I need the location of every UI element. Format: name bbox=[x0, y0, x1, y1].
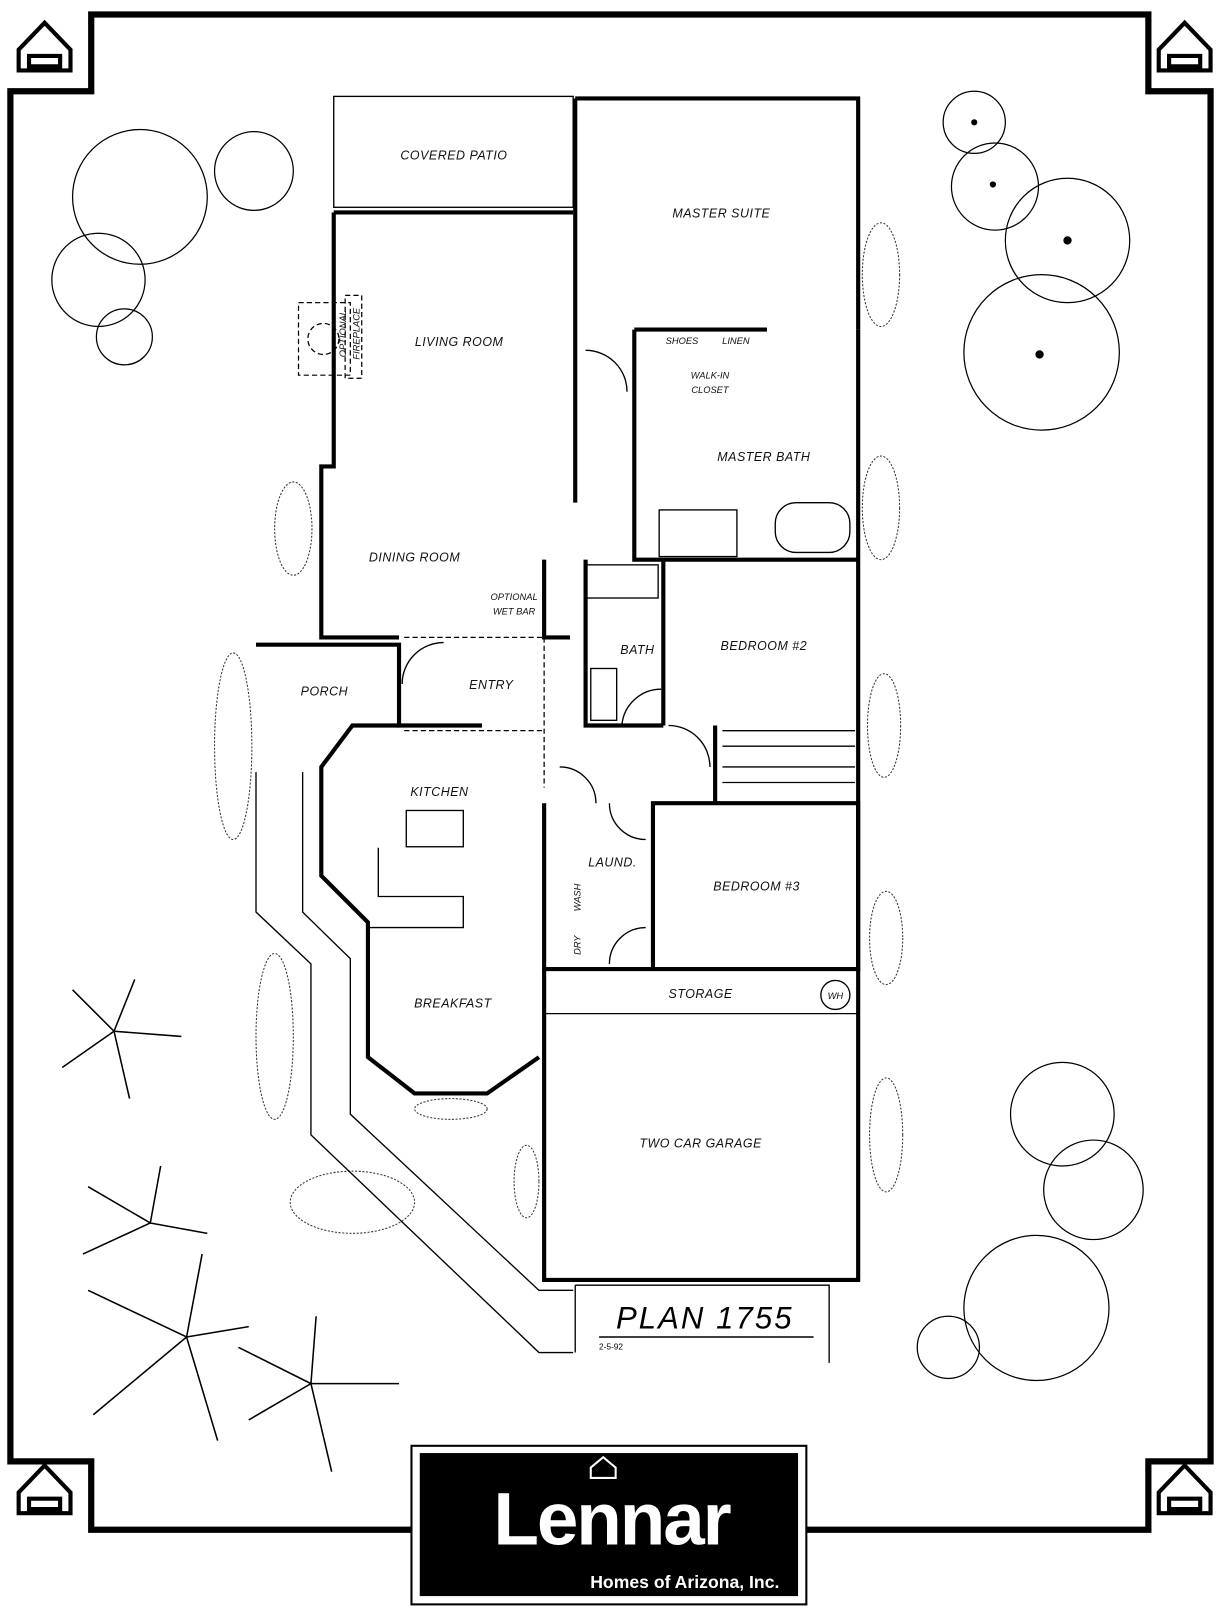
bath-label: BATH bbox=[620, 643, 654, 657]
wet-bar-label-2: WET BAR bbox=[493, 607, 536, 617]
logo-subtitle: Homes of Arizona, Inc. bbox=[590, 1572, 779, 1592]
garage-label: TWO CAR GARAGE bbox=[639, 1136, 762, 1150]
water-heater-label: WH bbox=[828, 991, 844, 1001]
optional-fireplace-label-2: FIREPLACE bbox=[352, 307, 362, 360]
linen-label: LINEN bbox=[722, 336, 750, 346]
page-frame bbox=[7, 11, 1214, 1533]
corner-house-icon bbox=[16, 19, 1213, 1516]
walls bbox=[256, 95, 861, 1363]
laundry-label: LAUND. bbox=[588, 855, 637, 869]
plan-date: 2-5-92 bbox=[599, 1341, 623, 1351]
wash-label: WASH bbox=[572, 883, 582, 911]
master-bath-label: MASTER BATH bbox=[717, 450, 810, 464]
logo-house-icon bbox=[589, 1455, 617, 1479]
walkway bbox=[255, 772, 574, 1354]
dry-label: DRY bbox=[572, 935, 582, 955]
walk-in-closet-label-2: CLOSET bbox=[691, 385, 730, 395]
storage-label: STORAGE bbox=[669, 987, 733, 1001]
porch-label: PORCH bbox=[301, 684, 348, 698]
master-suite-label: MASTER SUITE bbox=[672, 207, 770, 221]
wet-bar-label: OPTIONAL bbox=[491, 592, 538, 602]
bedroom-3-label: BEDROOM #3 bbox=[713, 879, 800, 893]
covered-patio-label: COVERED PATIO bbox=[400, 149, 507, 163]
walk-in-closet-label: WALK-IN bbox=[691, 370, 730, 380]
logo-brand: Lennar bbox=[493, 1476, 730, 1560]
plan-title: PLAN 1755 bbox=[616, 1301, 794, 1336]
living-room-label: LIVING ROOM bbox=[415, 335, 504, 349]
shoes-label: SHOES bbox=[666, 336, 699, 346]
shrubs bbox=[214, 222, 904, 1234]
trees bbox=[51, 90, 1144, 1472]
lennar-logo: Lennar Homes of Arizona, Inc. bbox=[410, 1444, 808, 1606]
dining-room-label: DINING ROOM bbox=[369, 551, 460, 565]
room-labels: COVERED PATIO MASTER SUITE LIVING ROOM O… bbox=[301, 149, 844, 1151]
entry-label: ENTRY bbox=[469, 678, 514, 692]
kitchen-label: KITCHEN bbox=[410, 785, 468, 799]
breakfast-label: BREAKFAST bbox=[414, 996, 492, 1010]
bedroom-2-label: BEDROOM #2 bbox=[721, 639, 808, 653]
optional-fireplace-label: OPTIONAL bbox=[338, 310, 348, 357]
